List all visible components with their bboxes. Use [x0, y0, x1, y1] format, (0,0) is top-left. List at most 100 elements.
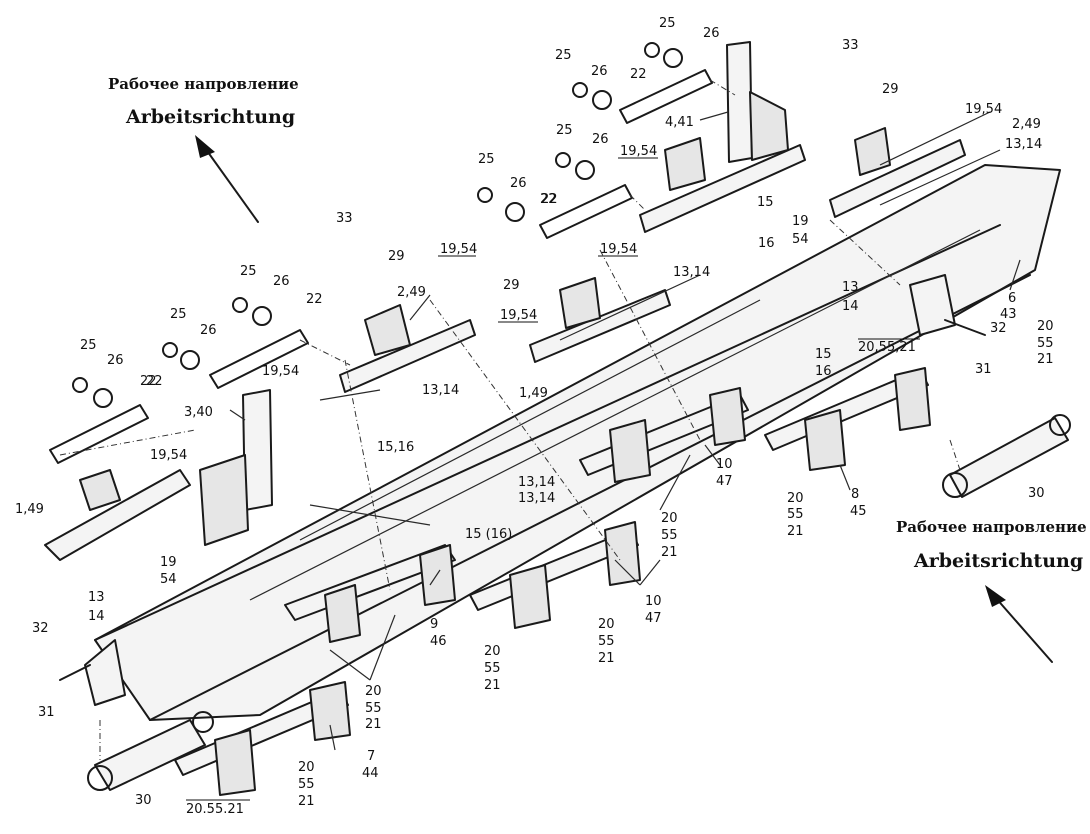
- callout: 20: [365, 684, 382, 699]
- main-frame-beam: [94, 164, 1061, 721]
- callout: 22: [140, 374, 157, 389]
- callout: 19,54: [262, 364, 299, 379]
- callout: 16: [758, 236, 775, 251]
- callout: 46: [430, 634, 447, 649]
- callout: 22: [541, 192, 558, 207]
- callout: 2,49: [397, 285, 426, 300]
- post-right: [726, 41, 789, 163]
- callout: 26: [273, 274, 290, 289]
- callout: 55: [1037, 336, 1054, 351]
- callout: 25: [478, 152, 495, 167]
- caption-ru-top: Рабочее напровление: [108, 75, 299, 93]
- bracket-row-right: [764, 367, 931, 471]
- callout: 26: [591, 64, 608, 79]
- callout: 31: [975, 362, 992, 377]
- callout: 31: [38, 705, 55, 720]
- callout: 13: [88, 590, 105, 605]
- leader-lines: [229, 111, 1021, 751]
- callout: 20: [787, 491, 804, 506]
- callout: 8: [851, 487, 859, 502]
- callout: 20: [298, 760, 315, 775]
- crossbar-5: [829, 127, 966, 218]
- callout: 29: [882, 82, 899, 97]
- callout: 26: [200, 323, 217, 338]
- bracket-row-bottom: [174, 681, 351, 796]
- callout: 55: [298, 777, 315, 792]
- bracket-row-upper: [579, 387, 749, 483]
- callout: 13: [842, 280, 859, 295]
- callout: 54: [792, 232, 809, 247]
- callout: 19,54: [500, 308, 537, 323]
- callout: 30: [1028, 486, 1045, 501]
- callout: 47: [716, 474, 733, 489]
- assembly-guide-lines: [59, 79, 961, 760]
- callout: 19: [792, 214, 809, 229]
- callout: 54: [160, 572, 177, 587]
- callout: 21: [661, 545, 678, 560]
- callout: 25: [170, 307, 187, 322]
- caption-ru-bottom: Рабочее напровление: [896, 518, 1087, 536]
- callout: 26: [107, 353, 124, 368]
- callout: 21: [484, 678, 501, 693]
- callout: 22: [306, 292, 323, 307]
- callout: 7: [367, 749, 375, 764]
- callout: 21: [365, 717, 382, 732]
- callout: 25: [556, 123, 573, 138]
- callout: 19,54: [150, 448, 187, 463]
- callout: 33: [336, 211, 353, 226]
- callout: 25: [80, 338, 97, 353]
- callout: 22: [540, 192, 557, 207]
- callout: 3,40: [184, 405, 213, 420]
- callout: 19: [160, 555, 177, 570]
- caption-de-top: Arbeitsrichtung: [125, 106, 295, 128]
- callout: 19,54: [965, 102, 1002, 117]
- pivot-plate-right: [909, 274, 986, 336]
- link-plates: [49, 69, 713, 464]
- pivot-plate-left: [59, 639, 126, 706]
- callout: 15: [815, 347, 832, 362]
- callout: 9: [430, 617, 438, 632]
- callout-underlines: [186, 157, 920, 801]
- callout: 14: [88, 609, 105, 624]
- callout: 19,54: [440, 242, 477, 257]
- callout: 20: [484, 644, 501, 659]
- callout: 26: [510, 176, 527, 191]
- crossbar-3: [529, 277, 671, 363]
- callout: 21: [1037, 352, 1054, 367]
- callout: 19,54: [600, 242, 637, 257]
- hardware-stacks: [72, 42, 683, 408]
- callout: 33: [842, 38, 859, 53]
- crossbar-2: [339, 304, 476, 393]
- callout: 2,49: [1012, 117, 1041, 132]
- callout: 15 (16): [465, 527, 512, 542]
- callout: 44: [362, 766, 379, 781]
- callout: 29: [388, 249, 405, 264]
- callout: 13,14: [1005, 137, 1042, 152]
- callout: 25: [659, 16, 676, 31]
- callout: 20: [1037, 319, 1054, 334]
- callout: 26: [703, 26, 720, 41]
- bracket-row-left: [284, 544, 456, 643]
- callout: 16: [815, 364, 832, 379]
- direction-arrow-top: [195, 135, 259, 223]
- callout: 20: [661, 511, 678, 526]
- callout: 10: [716, 457, 733, 472]
- hydraulic-cylinder-left: [87, 711, 214, 791]
- callout: 1,49: [15, 502, 44, 517]
- callout: 20.55.21: [186, 802, 244, 817]
- callout: 4,41: [665, 115, 694, 130]
- caption-de-bottom: Arbeitsrichtung: [913, 550, 1083, 572]
- callout: 25: [240, 264, 257, 279]
- callout: 13,14: [518, 491, 555, 506]
- callout: 20: [598, 617, 615, 632]
- callout: 32: [32, 621, 49, 636]
- callout: 47: [645, 611, 662, 626]
- callout-labels: 25 26 22 4,41 25 26 19,54 33 29 19,54 2,…: [15, 16, 1054, 817]
- callout: 1,49: [519, 386, 548, 401]
- callout: 14: [842, 299, 859, 314]
- callout: 6: [1008, 291, 1016, 306]
- callout: 26: [592, 132, 609, 147]
- callout: 19,54: [620, 144, 657, 159]
- callout: 32: [990, 321, 1007, 336]
